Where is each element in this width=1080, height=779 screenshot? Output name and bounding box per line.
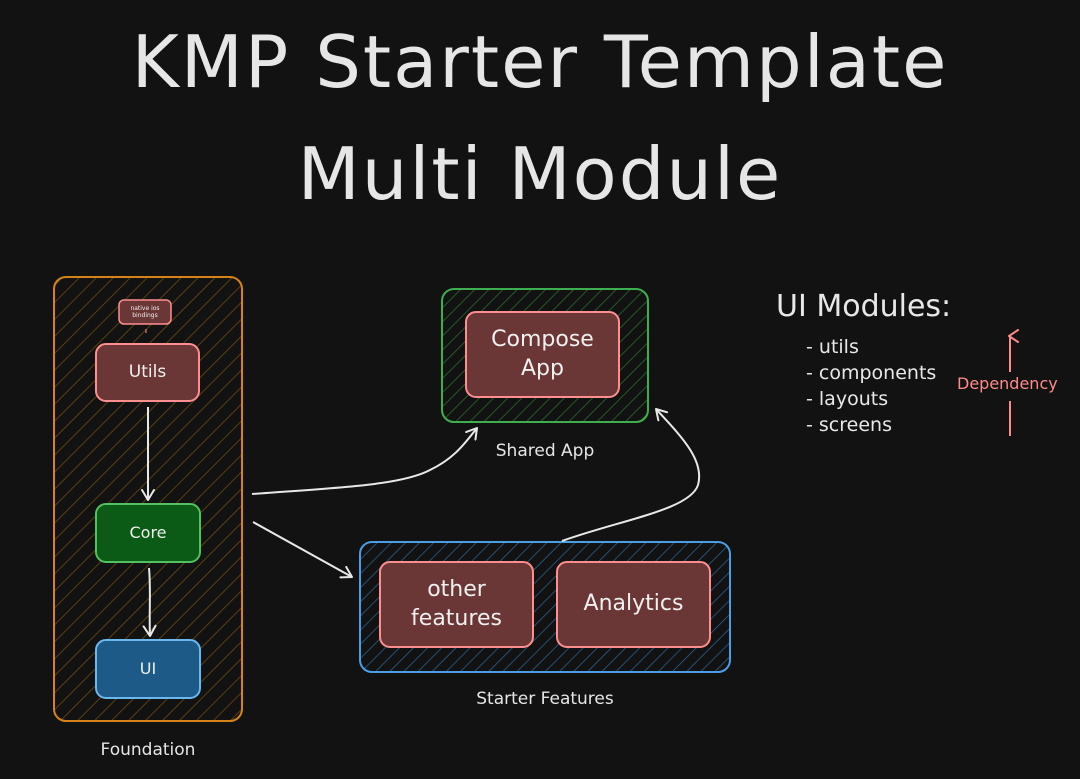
other-features-label: other features [411, 576, 502, 631]
native-ios-bindings-box[interactable] [118, 299, 172, 325]
core-label: Core [129, 522, 167, 542]
analytics-box[interactable] [556, 561, 711, 648]
legend-item: layouts [806, 386, 936, 412]
compose-app-box[interactable] [465, 311, 620, 398]
ui-box[interactable] [95, 639, 201, 699]
shared-app-caption: Shared App [495, 441, 595, 461]
legend-list: utils components layouts screens [806, 334, 936, 438]
starter-features-caption: Starter Features [476, 689, 614, 709]
other-features-box[interactable] [379, 561, 534, 648]
legend-item: components [806, 360, 936, 386]
compose-app-label: Compose App [491, 326, 594, 381]
legend-title: UI Modules: [776, 289, 952, 324]
arrow-foundation-to-starter-features [252, 521, 353, 579]
legend-item: screens [806, 412, 936, 438]
arrow-foundation-to-shared-app [251, 427, 478, 495]
analytics-label: Analytics [583, 591, 684, 617]
ui-label: UI [139, 658, 157, 678]
foundation-caption: Foundation [100, 740, 196, 760]
native-ios-bindings-label: native ios bindings [130, 304, 160, 319]
legend-item: utils [806, 334, 936, 360]
title-line-1: KMP Starter Template [131, 20, 949, 104]
title-line-2: Multi Module [297, 132, 783, 216]
arrow-starter-features-to-shared-app [561, 408, 701, 542]
core-box[interactable] [95, 503, 201, 563]
dependency-label: Dependency [957, 374, 1058, 393]
utils-label: Utils [128, 362, 167, 383]
arrow-core-to-ui [142, 567, 157, 637]
utils-box[interactable] [95, 343, 200, 402]
